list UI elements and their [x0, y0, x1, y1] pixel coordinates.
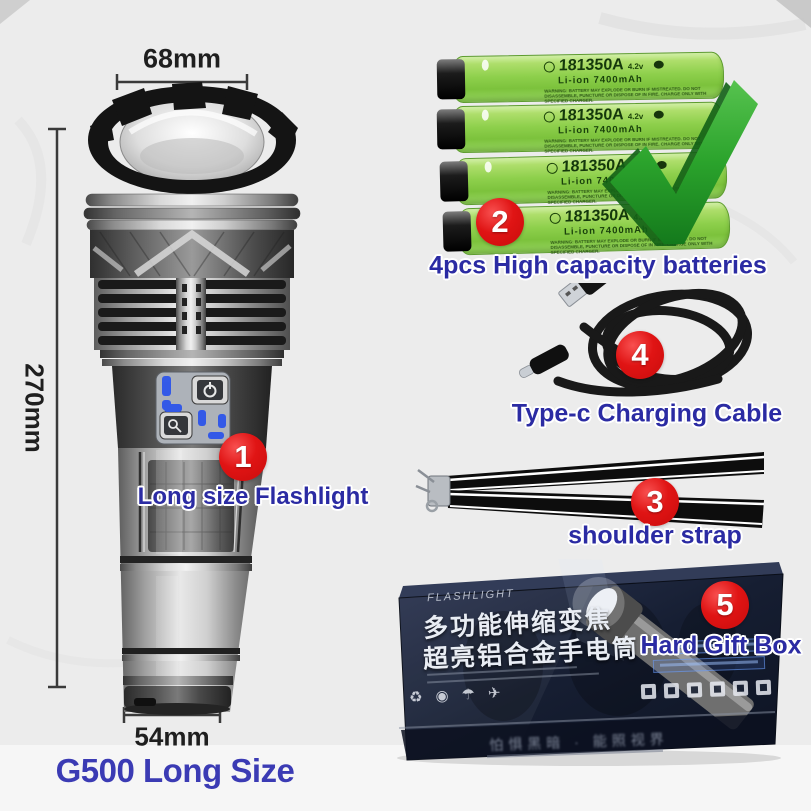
battery-cap: [439, 161, 469, 202]
battery-brand-mark: [543, 110, 555, 123]
flashlight-ring: [100, 350, 284, 358]
battery-highlight: [481, 59, 489, 71]
cert-icon: [709, 681, 726, 697]
caption-strap: shoulder strap: [568, 521, 742, 550]
cert-icon: [640, 683, 657, 700]
flashlight-photo: [83, 82, 301, 715]
battery-brand-mark: [546, 162, 558, 174]
callout-badge-4: 4: [616, 331, 664, 379]
strap-hook: [415, 469, 451, 513]
flashlight-control-section: [112, 366, 272, 448]
recycle-icon: ♻: [408, 688, 423, 707]
zoom-button: [159, 411, 193, 440]
dim-length-label: 270mm: [19, 363, 50, 453]
flashlight-head-rings: [83, 193, 301, 231]
flashlight-knurl-band: [90, 229, 294, 278]
umbrella-icon: ☂: [461, 685, 476, 704]
callout-badge-2: 2: [476, 198, 524, 246]
flashlight-tailcap: [123, 676, 233, 715]
usb-a-connector: [558, 283, 620, 307]
strap-lower: [446, 490, 765, 528]
zoom-icon: [168, 419, 178, 429]
caption-gift-box: Hard Gift Box: [640, 631, 802, 660]
dim-body-width-label: 54mm: [134, 721, 210, 752]
battery-brand-mark: [543, 60, 555, 73]
strap-upper: [446, 452, 765, 492]
caption-cable: Type-c Charging Cable: [511, 399, 783, 428]
flashlight-crown-bezel: [88, 82, 298, 194]
battery-terminal-dot: [653, 60, 664, 69]
product-series-caption: G500 Long Size: [55, 752, 295, 789]
cert-icon: [663, 682, 680, 699]
callout-badge-3: 3: [631, 478, 679, 526]
battery-brand-mark: [549, 212, 561, 224]
flashlight-ring: [102, 359, 282, 366]
caption-batteries: 4pcs High capacity batteries: [429, 251, 767, 280]
airplane-icon: ✈: [487, 684, 501, 703]
callout-badge-5: 5: [701, 581, 749, 629]
dim-head-width-label: 68mm: [142, 43, 222, 74]
battery-cap: [436, 59, 466, 100]
caption-flashlight: Long size Flashlight: [137, 483, 369, 510]
battery-highlight: [481, 109, 489, 121]
flashlight-cooling-fins: [94, 278, 290, 350]
box-top-face: [399, 562, 783, 598]
blue-led-indicators: [162, 376, 226, 439]
flashlight-body-tube: [118, 448, 266, 712]
cert-icon: [686, 682, 703, 698]
sphere-icon: ◉: [435, 687, 450, 705]
cert-icon: [732, 680, 749, 697]
callout-badge-1: 1: [219, 433, 267, 481]
shoulder-strap-photo: [415, 452, 765, 528]
battery-cap: [436, 109, 466, 150]
cert-icon: [755, 679, 772, 696]
bottom-light-band: [0, 745, 811, 811]
battery-cap: [442, 211, 472, 252]
green-checkmark-icon: [602, 80, 758, 246]
power-button: [191, 375, 229, 405]
box-base-band: [401, 714, 775, 760]
battery-highlight: [484, 161, 492, 173]
usb-c-connector: [519, 344, 569, 378]
